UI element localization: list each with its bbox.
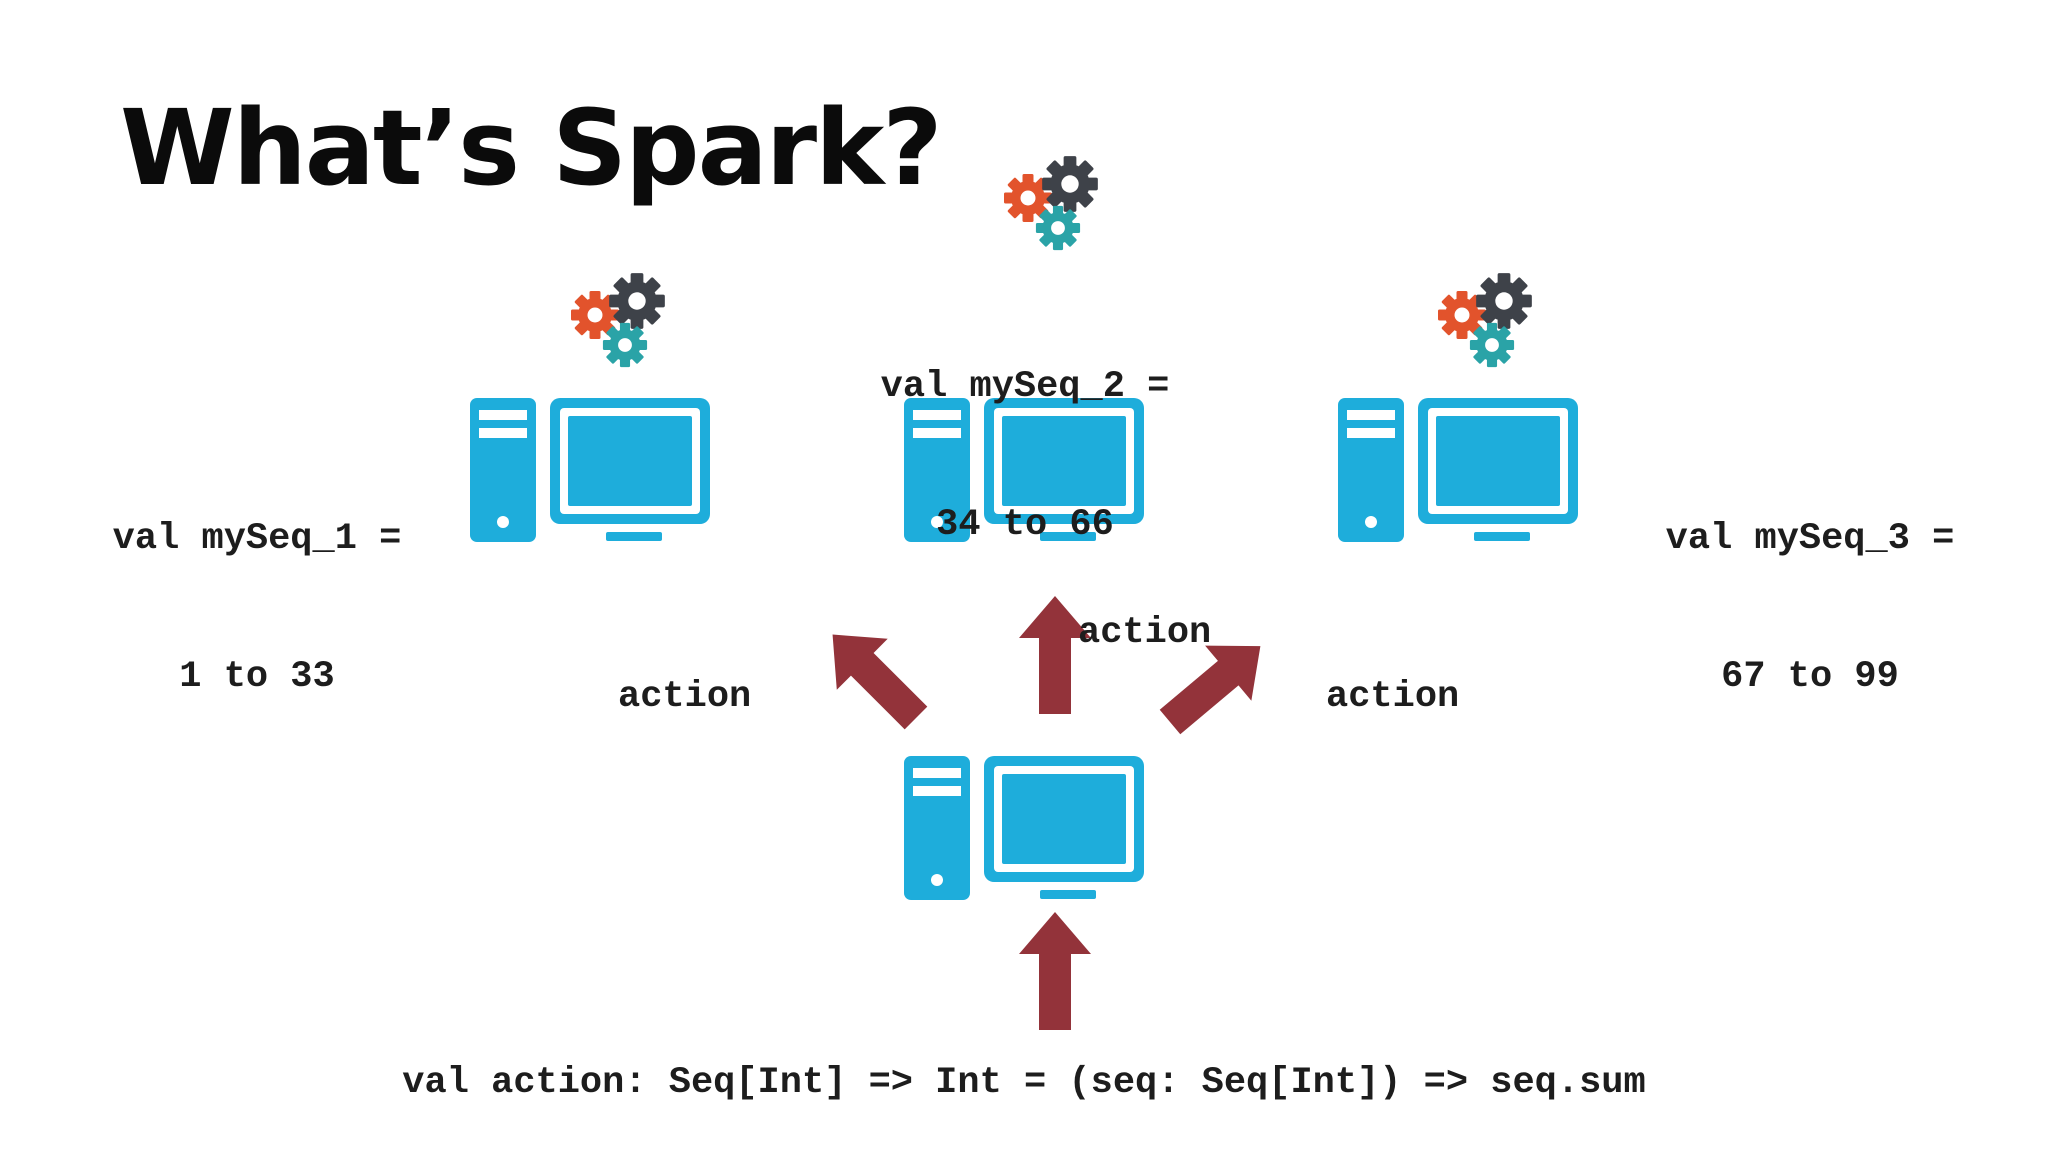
worker-3-line2: 67 to 99 <box>1721 656 1899 698</box>
arrow-icon-to-worker-1 <box>807 609 942 744</box>
gears-icon-worker-1 <box>571 273 665 367</box>
arrow-icon-to-driver <box>1019 912 1091 1030</box>
gears-icon-worker-3 <box>1438 273 1532 367</box>
worker-2-line1: val mySeq_2 = <box>880 366 1170 408</box>
worker-3-line1: val mySeq_3 = <box>1665 518 1955 560</box>
edge-label-worker-3: action <box>1326 676 1460 718</box>
worker-1-line2: 1 to 33 <box>179 656 335 698</box>
worker-3-label: val mySeq_3 = 67 to 99 <box>1645 424 1975 746</box>
computer-icon-worker-1 <box>470 398 710 542</box>
worker-2-line2: 34 to 66 <box>936 504 1114 546</box>
worker-1-line1: val mySeq_1 = <box>112 518 402 560</box>
worker-2-label: val mySeq_2 = 34 to 66 <box>855 272 1195 594</box>
worker-1-label: val mySeq_1 = 1 to 33 <box>92 424 422 746</box>
driver-code: val action: Seq[Int] => Int = (seq: Seq[… <box>402 1062 1646 1104</box>
computer-icon-driver <box>904 756 1144 900</box>
edge-label-worker-2: action <box>1078 612 1212 654</box>
computer-icon-worker-3 <box>1338 398 1578 542</box>
page-title: What’s Spark? <box>120 87 943 209</box>
gears-icon-worker-2 <box>1004 156 1098 250</box>
edge-label-worker-1: action <box>618 676 752 718</box>
